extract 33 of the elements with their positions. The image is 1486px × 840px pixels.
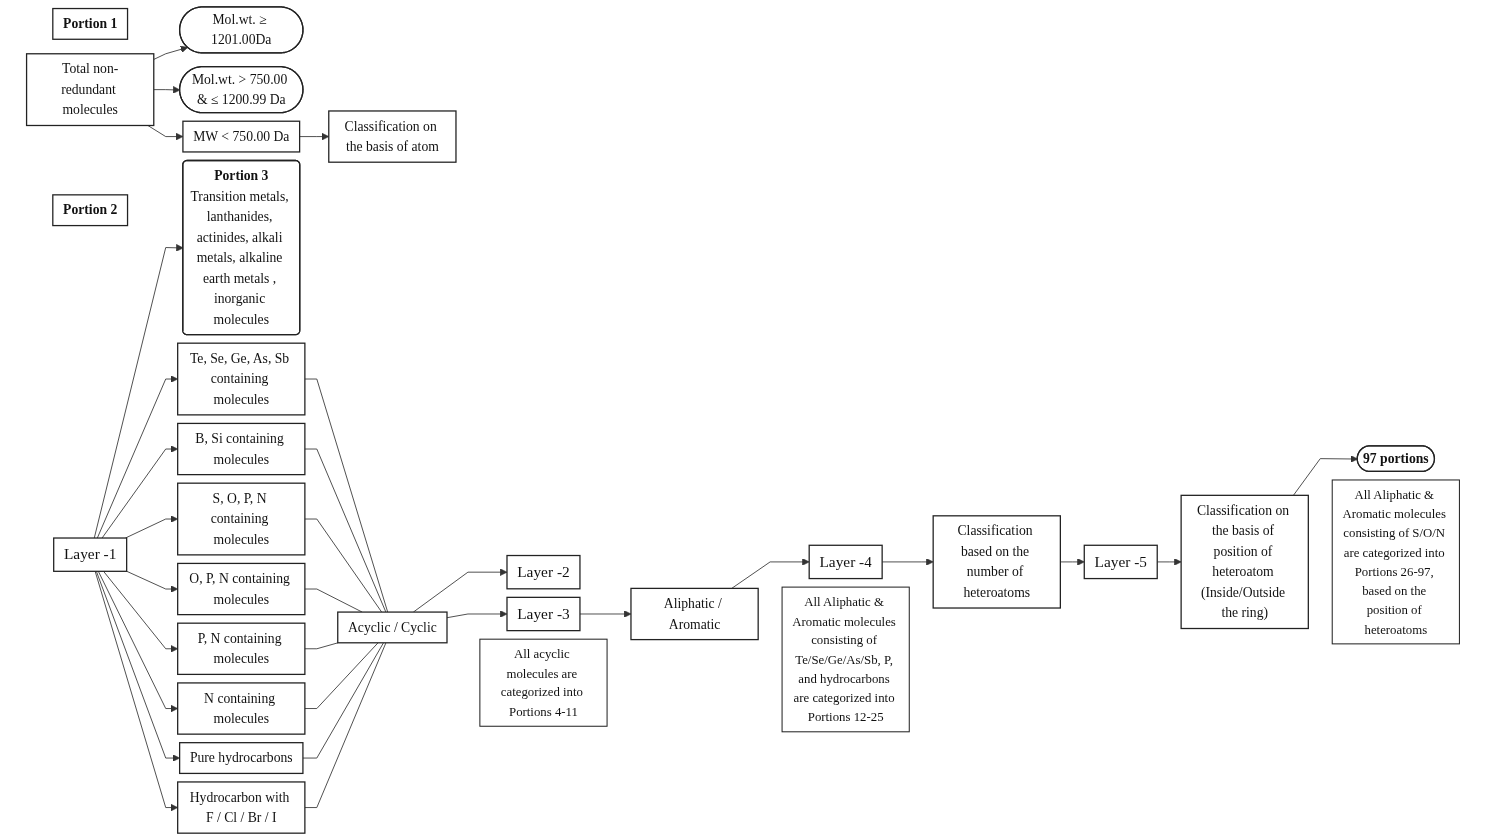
node-box: Te, Se, Ge, As, Sb containing molecules bbox=[177, 342, 306, 416]
node-box: Classification based on the number of heteroatoms bbox=[932, 515, 1061, 609]
node-box: Portion 1 bbox=[52, 7, 129, 40]
connector bbox=[304, 448, 387, 613]
node-box: Layer -2 bbox=[506, 554, 581, 590]
node-box: Classification on the basis of atom bbox=[328, 110, 457, 163]
node-box: Layer -1 bbox=[53, 537, 128, 572]
node-box: Aliphatic / Aromatic bbox=[630, 587, 759, 641]
node-box: O, P, N containing molecules bbox=[177, 562, 306, 616]
node-box: MW < 750.00 Da bbox=[182, 120, 301, 153]
node-box: Total non-redundant molecules bbox=[25, 53, 155, 127]
node-box: All Aliphatic & Aromatic molecules consisting of Te/Se/Ge/As/Sb, P, and hydrocarbons are categorized into Portions 12-25 bbox=[781, 586, 910, 733]
connector bbox=[304, 642, 379, 709]
connector bbox=[304, 642, 387, 808]
connector bbox=[302, 642, 384, 759]
connector bbox=[304, 642, 339, 650]
node-box: Layer -3 bbox=[506, 596, 581, 632]
node-box: B, Si containing molecules bbox=[177, 422, 306, 476]
node-box: Pure hydrocarbons bbox=[179, 742, 304, 775]
node-box: All Aliphatic & Aromatic molecules consisting of S/O/N are categorized into Portions 26-97, based on the position of heteroatoms bbox=[1331, 479, 1460, 645]
connector bbox=[304, 518, 383, 613]
node-box: Classification on the basis of position of heteroatom (Inside/Outside the ring) bbox=[1180, 494, 1309, 630]
connector bbox=[304, 588, 363, 613]
node-box: Hydrocarbon with F / Cl / Br / I bbox=[177, 781, 306, 834]
node-box: N containing molecules bbox=[177, 682, 306, 735]
node-box: Acyclic / Cyclic bbox=[337, 611, 448, 644]
connector bbox=[304, 378, 389, 613]
node-box: Portion 2 bbox=[52, 194, 129, 227]
node-box: Layer -5 bbox=[1083, 544, 1158, 580]
node-box: S, O, P, N containing molecules bbox=[177, 482, 306, 556]
node-box: P, N containing molecules bbox=[177, 622, 306, 676]
node-box: Layer -4 bbox=[808, 544, 883, 580]
node-box: All acyclic molecules are categorized into Portions 4-11 bbox=[479, 638, 608, 727]
